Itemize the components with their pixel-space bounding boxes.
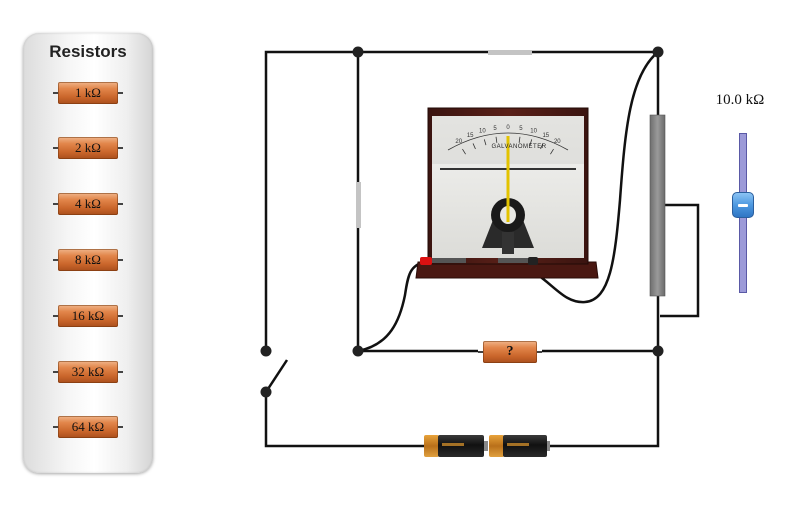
resistor-lead <box>118 147 123 149</box>
probe-black <box>528 257 538 265</box>
probe-red <box>420 257 432 265</box>
resistor-label: 64 kΩ <box>58 416 118 438</box>
slide-wire-rail <box>649 114 666 297</box>
battery-cell-left <box>424 435 488 457</box>
resistor-8k-button[interactable]: 8 kΩ <box>53 249 123 271</box>
resistor-lead <box>118 92 123 94</box>
resistor-label: 8 kΩ <box>58 249 118 271</box>
scale-label: 10 <box>479 129 486 135</box>
resistor-lead <box>537 351 542 353</box>
scale-label: 5 <box>493 126 497 132</box>
resistor-64k-button[interactable]: 64 kΩ <box>53 416 123 438</box>
probe-clip-right <box>498 258 528 263</box>
scale-label: 0 <box>506 125 510 131</box>
resistor-lead <box>53 203 58 205</box>
scale-label: 10 <box>530 129 537 135</box>
junction-dot <box>352 345 364 357</box>
resistance-slider-thumb[interactable] <box>732 192 754 218</box>
scale-tick <box>483 139 487 146</box>
junction-dot <box>652 46 664 58</box>
resistor-label: 32 kΩ <box>58 361 118 383</box>
resistor-lead <box>118 259 123 261</box>
scale-tick <box>495 136 498 143</box>
resistor-panel-title: Resistors <box>49 42 127 61</box>
circuit-wires <box>264 50 700 448</box>
scale-label: 15 <box>542 133 549 139</box>
wire-right-battery <box>549 351 660 448</box>
scale-label: 20 <box>554 139 561 145</box>
scale-tick <box>540 143 544 150</box>
resistor-label: 1 kΩ <box>58 82 118 104</box>
scale-tick <box>462 148 466 155</box>
scale-tick <box>518 136 521 143</box>
unknown-resistor[interactable]: ? <box>478 341 542 363</box>
resistor-lead <box>53 92 58 94</box>
resistor-lead <box>118 426 123 428</box>
galvanometer: 20 15 10 5 0 5 10 15 20 <box>415 107 599 279</box>
wire-meter-left <box>357 260 426 353</box>
switch-contact-top <box>260 345 272 357</box>
scale-tick <box>529 139 533 146</box>
switch-contact-bottom <box>260 386 272 398</box>
resistor-4k-button[interactable]: 4 kΩ <box>53 193 123 215</box>
galvanometer-scale-labels: 20 15 10 5 0 5 10 15 20 <box>455 125 561 145</box>
resistor-lead <box>478 351 483 353</box>
resistor-label: 4 kΩ <box>58 193 118 215</box>
galvanometer-label: GALVANOMETER <box>491 144 547 150</box>
resistor-lead <box>118 371 123 373</box>
galvanometer-scale-arc <box>447 132 569 151</box>
wire-left-battery <box>264 392 424 448</box>
slider-value-readout: 10.0 kΩ <box>715 92 765 108</box>
resistor-1k-button[interactable]: 1 kΩ <box>53 82 123 104</box>
wire-slider-link <box>660 203 700 318</box>
resistor-32k-button[interactable]: 32 kΩ <box>53 361 123 383</box>
resistor-lead <box>118 315 123 317</box>
wire-left-top <box>264 50 358 351</box>
circuit-switch[interactable] <box>264 359 289 393</box>
resistor-lead <box>53 315 58 317</box>
battery-pack <box>424 435 550 457</box>
resistor-panel: Resistors 1 kΩ 2 kΩ 4 kΩ 8 kΩ 16 kΩ 32 k… <box>23 33 153 473</box>
scale-tick <box>472 143 476 150</box>
wire-meter-right <box>514 51 659 304</box>
wire-gap-top <box>488 50 532 55</box>
wire-gap-middle <box>356 182 361 228</box>
resistor-lead <box>53 371 58 373</box>
resistor-label: 2 kΩ <box>58 137 118 159</box>
probe-clip-left <box>432 258 466 263</box>
resistor-2k-button[interactable]: 2 kΩ <box>53 137 123 159</box>
galvanometer-ticks <box>462 136 554 155</box>
junction-dots <box>260 46 664 398</box>
junction-dot <box>352 46 364 58</box>
resistor-lead <box>53 147 58 149</box>
resistor-16k-button[interactable]: 16 kΩ <box>53 305 123 327</box>
scale-label: 5 <box>519 126 523 132</box>
switch-lever[interactable] <box>264 359 289 393</box>
scale-label: 15 <box>467 133 474 139</box>
junction-dot <box>652 345 664 357</box>
scale-label: 20 <box>455 139 462 145</box>
battery-cell-right <box>489 435 550 457</box>
resistor-label: 16 kΩ <box>58 305 118 327</box>
scale-tick <box>550 148 554 155</box>
resistor-lead <box>118 203 123 205</box>
resistor-lead <box>53 426 58 428</box>
resistor-lead <box>53 259 58 261</box>
unknown-resistor-label: ? <box>483 341 537 363</box>
slider-grip-icon <box>738 204 748 207</box>
galvanometer-post <box>502 232 514 254</box>
